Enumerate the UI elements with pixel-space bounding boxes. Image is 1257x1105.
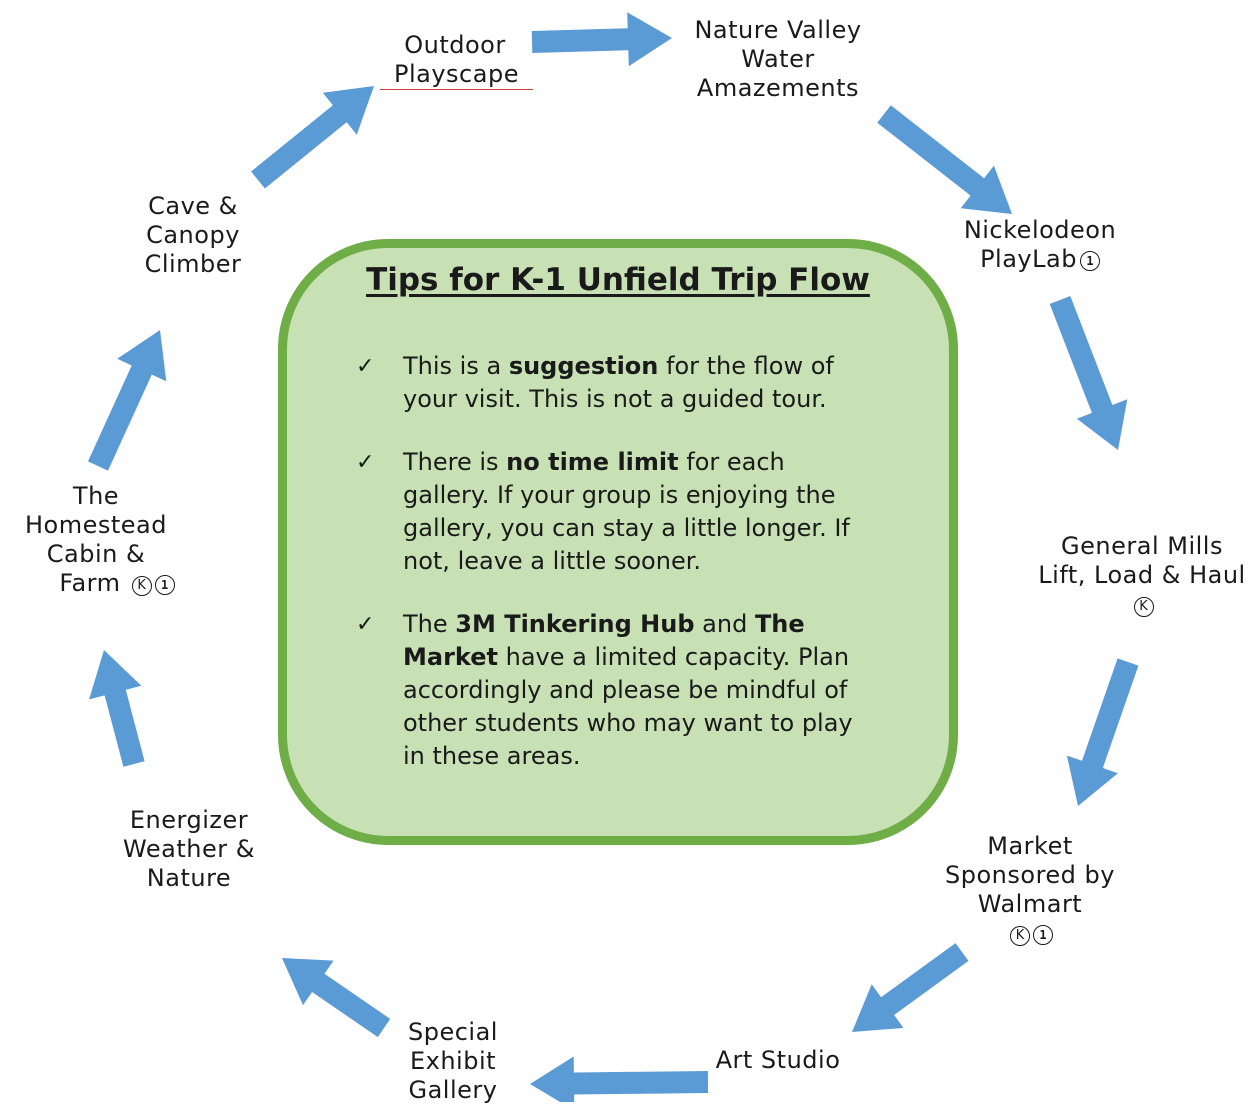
tip-item: ✓ The 3M Tinkering Hub and The Market hav… (356, 608, 866, 773)
kindergarten-badge-icon: K (1133, 597, 1154, 617)
station-line: Climber (144, 250, 242, 278)
station-line: Sponsored by (945, 861, 1115, 889)
station-line: Nature Valley (694, 16, 862, 44)
kindergarten-badge-icon: K (131, 576, 152, 596)
station-line: Nickelodeon (963, 216, 1117, 244)
arrow-general-mills-to-market (1066, 658, 1139, 806)
tip-text: have a limited capacity. Plan accordingl… (403, 643, 853, 770)
station-line: Amazements (696, 74, 860, 102)
grade-1-badge-icon: 1 (1079, 251, 1100, 271)
station-line: The (72, 482, 120, 510)
arrow-market-to-art (852, 943, 969, 1032)
station-line: Canopy (146, 221, 240, 249)
grade-1-badge-icon: 1 (1033, 925, 1053, 945)
tip-text: for each gallery. If your group is enjoy… (403, 448, 850, 575)
tips-box (278, 239, 958, 845)
station-line: Outdoor (404, 31, 506, 59)
tips-list: ✓ This is a suggestion for the flow of yo… (356, 350, 866, 803)
checkmark-icon: ✓ (356, 354, 375, 379)
arrow-special-to-energizer (282, 958, 391, 1038)
station-line-text: Farm (59, 569, 121, 597)
station-line: General Mills (1061, 532, 1223, 560)
tip-emphasis: suggestion (508, 352, 659, 380)
station-line: Art Studio (715, 1046, 841, 1074)
station-line: Market (987, 832, 1073, 860)
tip-item: ✓ This is a suggestion for the flow of yo… (356, 350, 866, 416)
checkmark-icon: ✓ (356, 450, 375, 475)
arrow-nickelodeon-to-general-mills (1049, 296, 1128, 450)
tip-text: and (694, 610, 755, 638)
grade-1-badge-icon: 1 (154, 575, 175, 595)
tip-emphasis: no time limit (506, 448, 679, 476)
station-nature-valley: Nature Valley Water Amazements (678, 16, 878, 103)
station-line: Special (408, 1018, 498, 1046)
arrow-art-to-special (530, 1056, 709, 1102)
tips-title: Tips for K-1 Unfield Trip Flow (366, 262, 870, 298)
tip-emphasis: The Market (403, 610, 805, 671)
station-general-mills: General Mills Lift, Load & Haul K (1030, 532, 1254, 619)
station-art-studio: Art Studio (698, 1046, 858, 1075)
station-line: Weather & (123, 835, 255, 863)
station-energizer: Energizer Weather & Nature (104, 806, 274, 893)
arrow-outdoor-to-nature (531, 12, 672, 67)
station-line-text: PlayLab (980, 245, 1077, 273)
arrow-energizer-to-homestead (89, 650, 145, 767)
station-line: Cabin & (46, 540, 146, 568)
tip-item: ✓ There is no time limit for each gallery… (356, 446, 866, 578)
tip-text: for the flow of your visit. This is not … (403, 352, 834, 413)
station-line: Water (741, 45, 815, 73)
tip-text: This is a (403, 352, 509, 380)
station-line: Playscape (380, 60, 533, 90)
checkmark-icon: ✓ (356, 612, 375, 637)
arrow-nature-to-nickelodeon (877, 105, 1012, 214)
arrow-homestead-to-cave (88, 330, 167, 471)
tip-emphasis: 3M Tinkering Hub (455, 610, 695, 638)
station-outdoor-playscape: Outdoor Playscape (380, 31, 533, 90)
arrow-cave-to-outdoor (251, 86, 374, 189)
station-line: Lift, Load & Haul (1038, 561, 1246, 589)
tip-text: There is (403, 448, 507, 476)
station-line: Nature (146, 864, 232, 892)
station-cave-canopy: Cave & Canopy Climber (118, 192, 268, 279)
station-line: Exhibit (409, 1047, 497, 1075)
tip-text: The (403, 610, 456, 638)
station-line: Energizer (129, 806, 249, 834)
station-line: K (1030, 590, 1254, 619)
station-line: Walmart (977, 890, 1083, 918)
station-special-exhibit: Special Exhibit Gallery (383, 1018, 523, 1105)
kindergarten-badge-icon: K (1010, 926, 1030, 946)
station-line: Cave & (148, 192, 238, 220)
station-line: Gallery (408, 1076, 498, 1104)
station-line: Homestead (25, 511, 167, 539)
